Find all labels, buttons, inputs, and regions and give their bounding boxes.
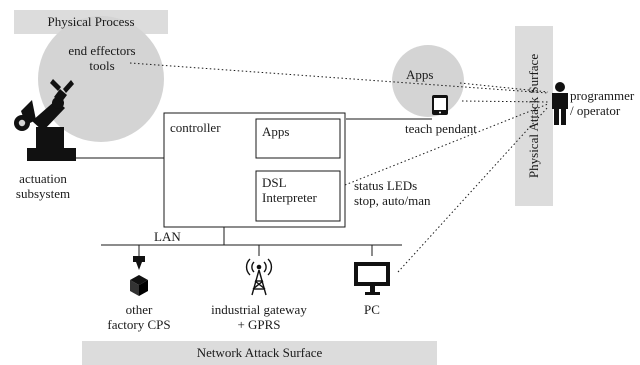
dsl-line-1: DSL bbox=[262, 175, 287, 190]
programmer-line-2: / operator bbox=[570, 103, 621, 118]
controller-apps-box bbox=[255, 118, 341, 159]
end-effectors-line-2: tools bbox=[89, 58, 115, 73]
attack-lines bbox=[129, 62, 549, 273]
gateway-label: industrial gateway + GPRS bbox=[199, 302, 319, 332]
physical-attack-surface-label: Physical Attack Surface bbox=[526, 53, 541, 179]
dsl-line-2: Interpreter bbox=[262, 190, 317, 205]
controller-label: controller bbox=[170, 120, 221, 135]
connections bbox=[76, 118, 432, 256]
monitor-icon bbox=[354, 262, 390, 295]
controller-apps-label: Apps bbox=[262, 124, 290, 139]
programmer-line-1: programmer bbox=[570, 88, 635, 103]
network-attack-surface-band bbox=[82, 341, 437, 365]
tablet-icon bbox=[432, 95, 448, 115]
physical-attack-surface-label-wrap: Physical Attack Surface bbox=[515, 26, 553, 206]
physical-attack-surface-band bbox=[515, 26, 553, 206]
dsl-interpreter-box bbox=[255, 170, 341, 222]
teach-pendant-label: teach pendant bbox=[405, 121, 477, 136]
antenna-tower-icon bbox=[245, 258, 273, 296]
cube-icon bbox=[130, 256, 148, 296]
dsl-interpreter-label: DSL Interpreter bbox=[262, 175, 317, 205]
factory-cps-line-2: factory CPS bbox=[107, 317, 171, 332]
physical-process-label: Physical Process bbox=[47, 14, 135, 29]
gateway-line-1: industrial gateway bbox=[211, 302, 307, 317]
attack-line-effectors bbox=[129, 62, 549, 94]
person-icon bbox=[552, 82, 568, 125]
end-effectors-label: end effectors tools bbox=[56, 43, 148, 73]
actuation-line-1: actuation bbox=[19, 171, 67, 186]
factory-cps-line-1: other bbox=[125, 302, 153, 317]
attack-line-status-leds bbox=[344, 103, 549, 186]
network-attack-surface-label: Network Attack Surface bbox=[196, 345, 323, 360]
status-leds-line-2: stop, auto/man bbox=[354, 193, 431, 208]
actuation-line-2: subsystem bbox=[15, 186, 71, 201]
status-leds-label: status LEDs stop, auto/man bbox=[354, 178, 431, 208]
end-effectors-bubble bbox=[38, 16, 164, 142]
programmer-label: programmer / operator bbox=[570, 88, 634, 118]
gateway-line-2: + GPRS bbox=[237, 317, 281, 332]
lan-label: LAN bbox=[154, 229, 181, 244]
status-leds-line-1: status LEDs bbox=[354, 178, 418, 193]
pendant-apps-label: Apps bbox=[406, 67, 434, 82]
attack-line-pc bbox=[397, 106, 549, 273]
end-effectors-line-1: end effectors bbox=[68, 43, 136, 58]
factory-cps-label: other factory CPS bbox=[94, 302, 184, 332]
attack-line-pendant-apps bbox=[459, 82, 549, 93]
robot-arm-icon bbox=[14, 79, 76, 161]
pc-label: PC bbox=[364, 302, 380, 317]
actuation-label: actuation subsystem bbox=[2, 171, 84, 201]
